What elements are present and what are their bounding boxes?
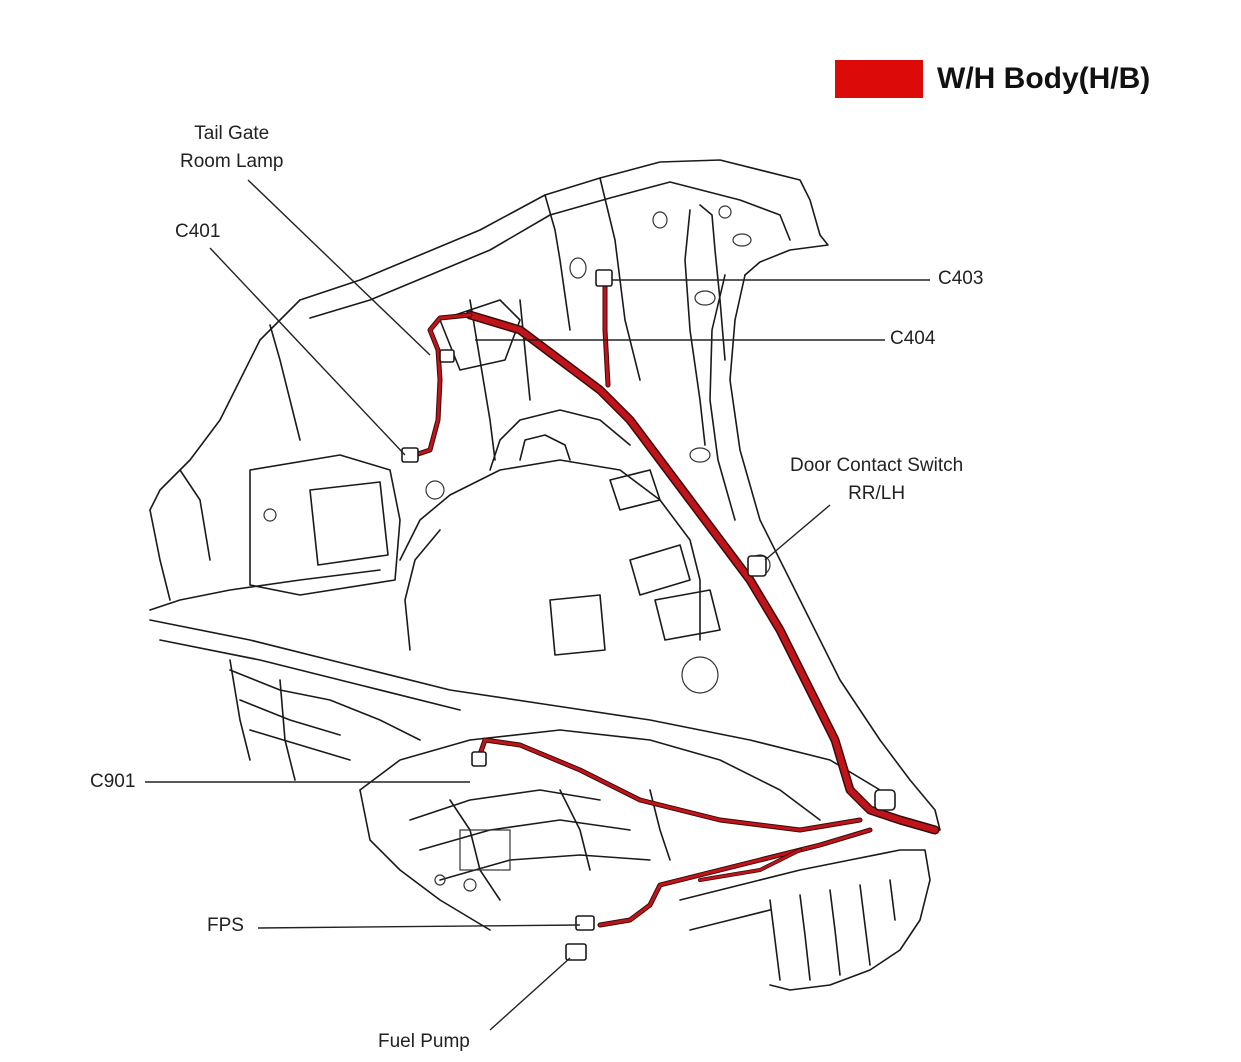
label-c401: C401 bbox=[175, 221, 221, 242]
legend-label: W/H Body(H/B) bbox=[937, 62, 1151, 95]
connector-fuel-pump bbox=[565, 943, 587, 961]
legend: W/H Body(H/B) bbox=[835, 60, 1150, 98]
label-door-contact-switch: Door Contact Switch RR/LH bbox=[790, 452, 963, 508]
label-tail-gate-line1: Tail Gate bbox=[194, 123, 270, 144]
connector-c401 bbox=[401, 447, 419, 463]
vehicle-body-outline bbox=[149, 159, 941, 991]
leader-lines bbox=[145, 179, 930, 1031]
label-c901: C901 bbox=[90, 771, 136, 792]
connector-c403 bbox=[595, 269, 613, 287]
connector-c404 bbox=[439, 349, 455, 363]
label-fps: FPS bbox=[207, 915, 244, 936]
label-c403: C403 bbox=[938, 268, 984, 289]
label-fuel-pump: Fuel Pump bbox=[378, 1031, 470, 1052]
connector-grommet bbox=[874, 789, 896, 811]
connectors bbox=[401, 269, 896, 961]
body-harness bbox=[412, 282, 940, 928]
connector-c901 bbox=[471, 751, 487, 767]
label-tail-gate-line2: Room Lamp bbox=[180, 151, 284, 172]
label-tail-gate-room-lamp: Tail Gate Room Lamp bbox=[180, 120, 284, 176]
label-door-contact-line1: Door Contact Switch bbox=[790, 455, 964, 476]
legend-swatch bbox=[835, 60, 923, 98]
label-c404: C404 bbox=[890, 328, 936, 349]
label-door-contact-line2: RR/LH bbox=[848, 483, 906, 504]
connector-fps bbox=[575, 915, 595, 931]
connector-door-switch bbox=[747, 555, 767, 577]
